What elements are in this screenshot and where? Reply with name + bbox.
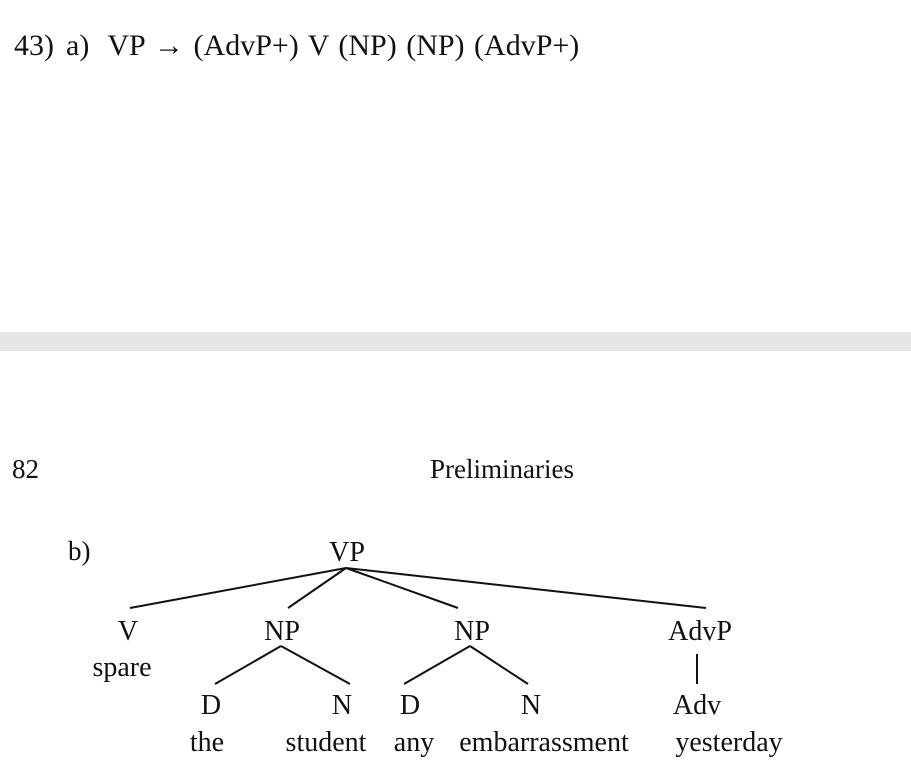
tree-node-np-1: NP	[264, 616, 300, 647]
branch-vp-v	[129, 567, 347, 609]
tree-node-n-1: N	[332, 690, 352, 721]
page-break-divider	[0, 332, 911, 351]
phrase-structure-rule: 43) a) VP → (AdvP+) V (NP) (NP) (AdvP+)	[14, 31, 579, 61]
tree-node-n-2: N	[521, 690, 541, 721]
vp-rule-text: VP → (AdvP+) V (NP) (NP) (AdvP+)	[107, 29, 580, 62]
running-head: Preliminaries	[430, 454, 574, 484]
tree-node-d-1: D	[201, 690, 221, 721]
branch-np1-d	[214, 645, 282, 685]
tree-node-np-2: NP	[454, 616, 490, 647]
sub-example-label-b: b)	[68, 536, 91, 566]
branch-np1-n	[280, 645, 351, 685]
tree-node-vp: VP	[329, 537, 365, 568]
tree-node-v: V	[118, 616, 138, 647]
branch-vp-advp	[345, 567, 707, 609]
tree-leaf-any: any	[394, 727, 434, 758]
tree-leaf-the: the	[190, 727, 224, 758]
tree-leaf-yesterday: yesterday	[675, 727, 782, 758]
sub-example-label-a: a)	[66, 29, 90, 62]
branch-vp-np1	[287, 567, 347, 609]
example-number: 43)	[14, 29, 54, 62]
tree-node-advp: AdvP	[668, 616, 732, 647]
branch-vp-np2	[345, 567, 459, 609]
tree-node-d-2: D	[400, 690, 420, 721]
branch-np2-n	[469, 645, 529, 685]
tree-leaf-student: student	[286, 727, 367, 758]
tree-node-adv: Adv	[673, 690, 721, 721]
tree-leaf-spare: spare	[92, 652, 151, 683]
tree-leaf-embarrassment: embarrassment	[459, 727, 629, 758]
branch-np2-d	[403, 645, 471, 685]
page-number: 82	[12, 454, 39, 484]
